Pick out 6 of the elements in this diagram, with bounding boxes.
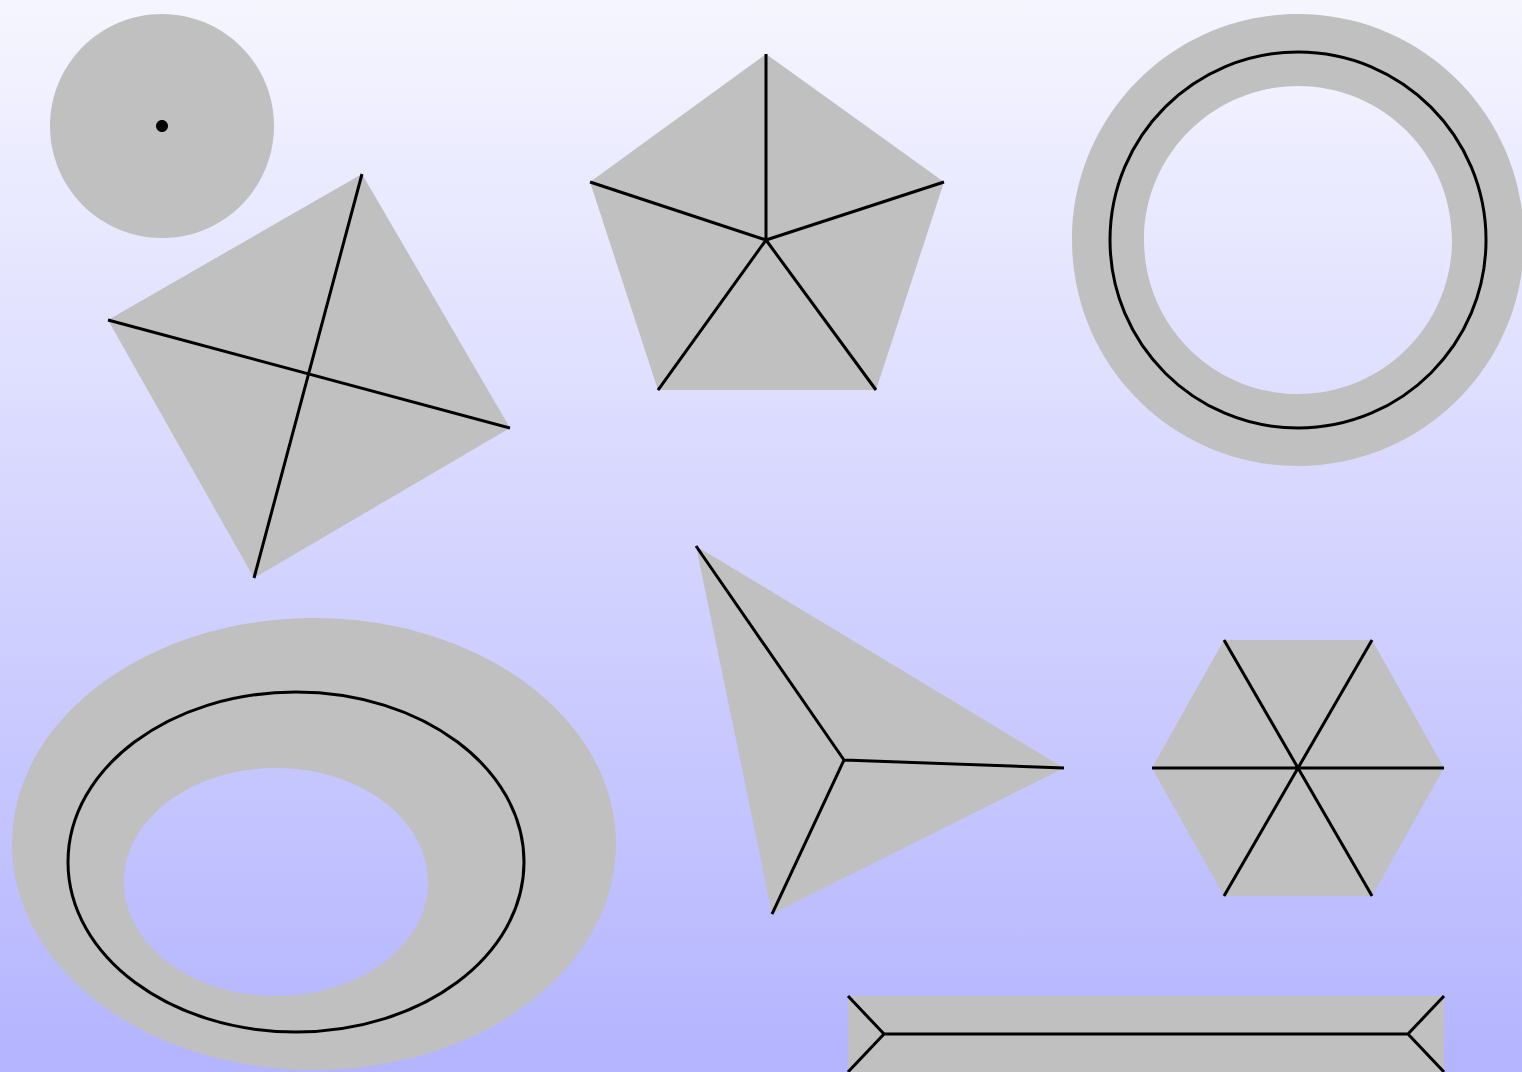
hexagon-skeleton-drawing bbox=[1150, 638, 1446, 898]
triangle-skeleton-drawing bbox=[694, 544, 1066, 916]
bar-skeleton-drawing bbox=[846, 994, 1446, 1072]
square-skeleton-drawing bbox=[106, 172, 512, 580]
disc-with-center-dot bbox=[50, 14, 274, 238]
pentagon-skeleton-drawing bbox=[588, 52, 946, 392]
